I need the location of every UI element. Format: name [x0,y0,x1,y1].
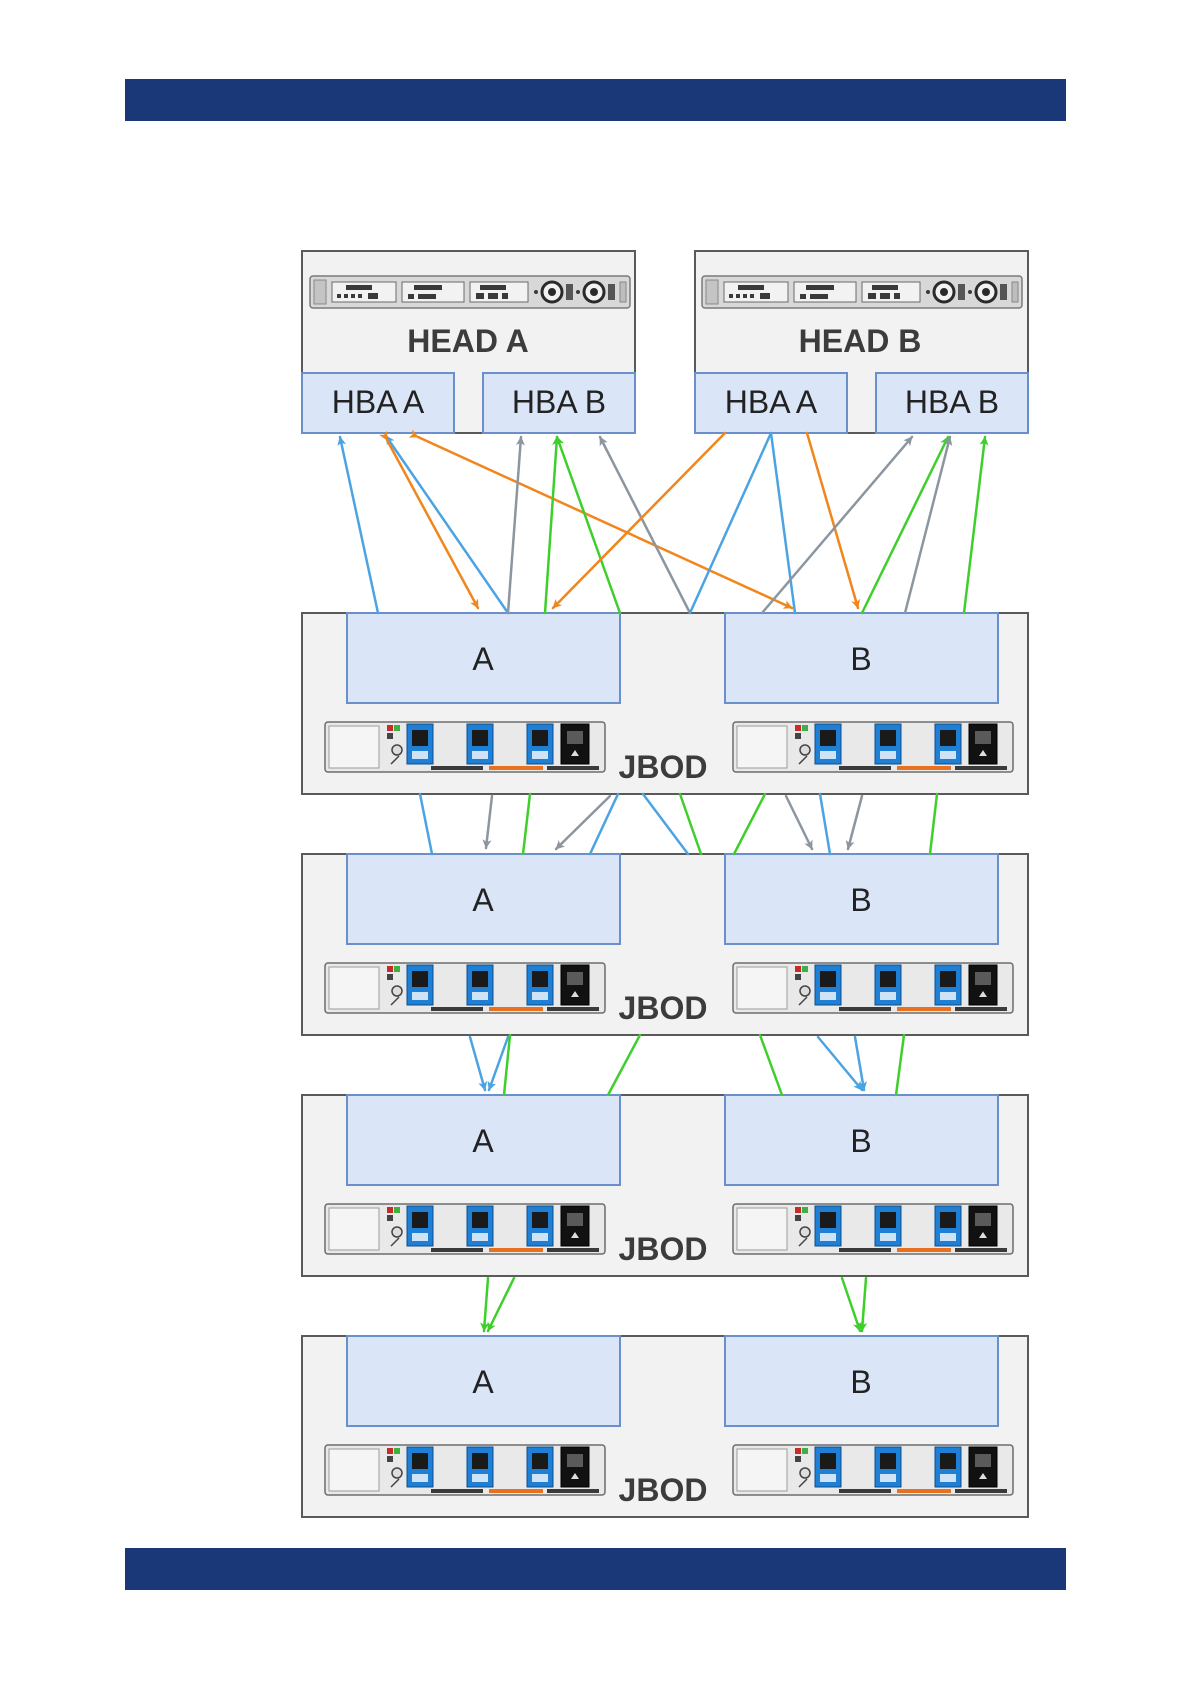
cable-orange [553,433,725,608]
cable-gray [905,437,950,613]
io-faceplate-icon [733,1204,1013,1254]
cable-blue [420,794,432,854]
io-faceplate-icon [733,1445,1013,1495]
io-faceplate-icon [325,1204,605,1254]
cable-green [545,437,557,613]
io-module-b-label: B [850,641,871,677]
head-a-hba-b-label: HBA B [512,384,606,420]
server-faceplate-icon [310,276,630,308]
io-module-a-label: A [472,882,494,918]
io-faceplate-icon [325,963,605,1013]
cable-orange [387,440,478,608]
cable-green [842,1278,860,1331]
jbod-1: A B JBOD [302,613,1028,794]
cable-green [930,794,937,854]
cable-blue [340,437,378,613]
cable-blue [643,794,688,854]
io-faceplate-icon [733,722,1013,772]
cable-gray [600,437,690,613]
cable-green [964,437,985,613]
io-faceplate-icon [733,963,1013,1013]
cable-green [484,1278,488,1331]
cable-green [488,1278,514,1331]
head-b-hba-a-label: HBA A [725,384,818,420]
io-faceplate-icon [325,722,605,772]
jbod-2: A B JBOD [302,854,1028,1035]
cable-gray [848,796,862,849]
jbod-label: JBOD [619,1472,708,1508]
io-module-b-label: B [850,1364,871,1400]
io-module-b-label: B [850,882,871,918]
cable-orange [418,437,792,608]
cable-gray [508,437,521,613]
server-faceplate-icon [702,276,1022,308]
io-faceplate-icon [325,1445,605,1495]
io-module-a-label: A [472,1123,494,1159]
jbod-label: JBOD [619,990,708,1026]
jbod-label: JBOD [619,1231,708,1267]
cable-gray [556,796,610,849]
head-a-hba-a-label: HBA A [332,384,425,420]
cable-blue [690,433,771,613]
head-b-hba-b-label: HBA B [905,384,999,420]
cable-blue [820,794,830,854]
cable-blue [386,436,508,613]
jbod-4: A B JBOD [302,1336,1028,1517]
cable-green [896,1035,904,1095]
cable-green [862,1278,866,1331]
cable-green [760,1035,782,1095]
cable-green [523,794,530,854]
cable-orange [807,433,858,608]
cable-blue [470,1037,485,1090]
cable-gray [786,796,812,849]
io-module-b-label: B [850,1123,871,1159]
head-b: HEAD B HBA A HBA B [695,251,1028,433]
cable-gray [486,796,492,848]
cable-green [734,794,765,854]
cable-green [680,794,701,854]
io-module-a-label: A [472,641,494,677]
head-a-label: HEAD A [407,323,528,359]
cable-green [862,437,948,613]
cable-green [608,1035,640,1095]
cable-blue [771,433,795,613]
jbod-label: JBOD [619,749,708,785]
io-module-a-label: A [472,1364,494,1400]
jbod-3: A B JBOD [302,1095,1028,1276]
head-a: HEAD A HBA A HBA B [302,251,635,433]
head-b-label: HEAD B [799,323,922,359]
